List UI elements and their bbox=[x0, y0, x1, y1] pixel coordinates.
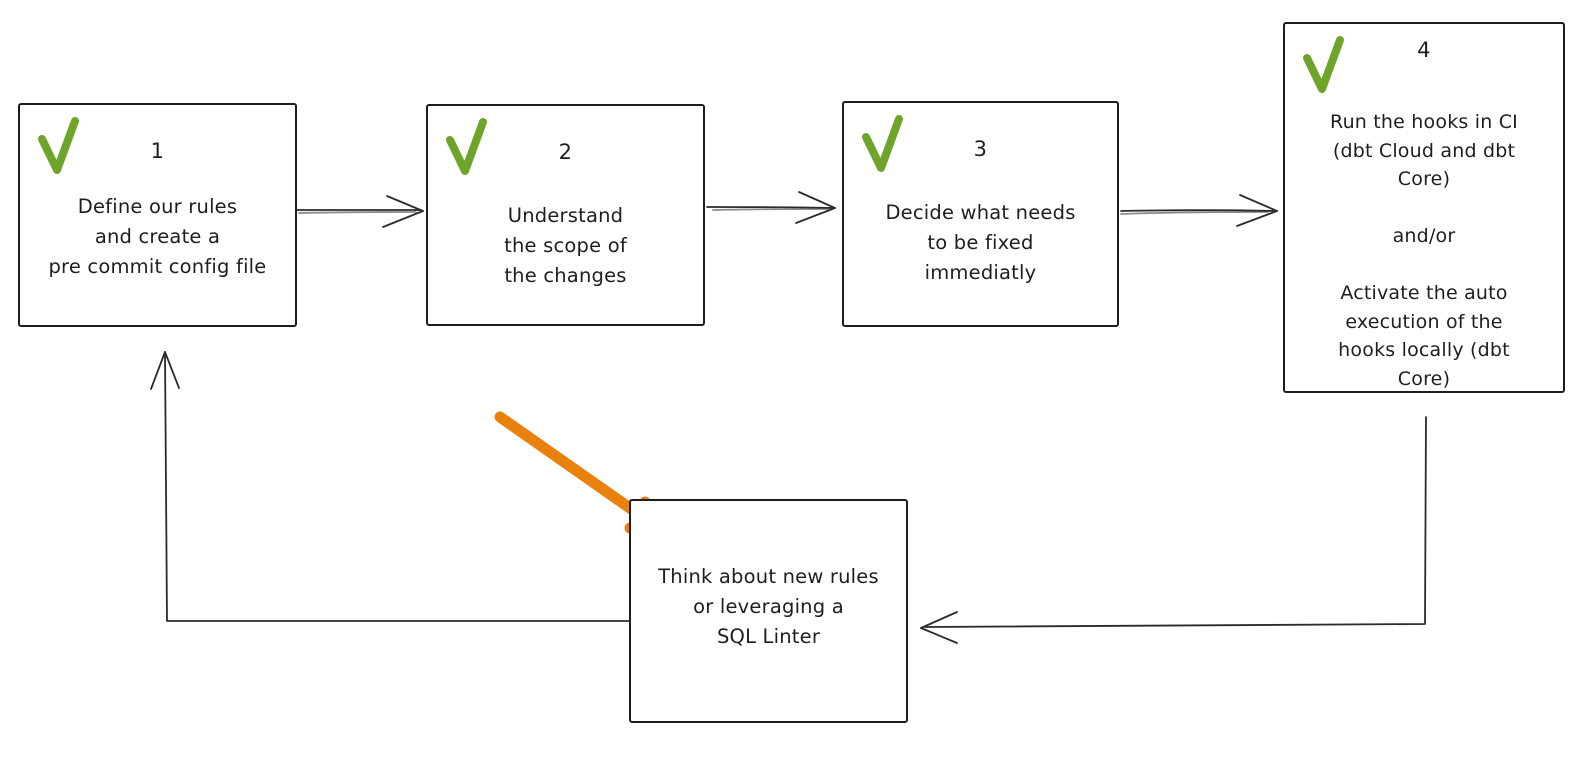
arrow-step1-to-step2 bbox=[296, 195, 424, 228]
step-number: 3 bbox=[973, 137, 988, 161]
step-box-4: 4 Run the hooks in CI (dbt Cloud and dbt… bbox=[1283, 22, 1565, 393]
arrow-feedback-to-step1 bbox=[150, 351, 630, 622]
arrow-step4-to-feedback bbox=[920, 416, 1427, 644]
step-box-1: 1 Define our rules and create a pre comm… bbox=[18, 103, 297, 327]
checkmark-icon bbox=[1303, 36, 1344, 93]
step-box-3: 3 Decide what needs to be fixed immediat… bbox=[842, 101, 1119, 327]
step-number: 2 bbox=[558, 140, 573, 164]
checkmark-icon bbox=[446, 118, 487, 175]
step-number: 4 bbox=[1417, 38, 1431, 62]
step-number: 1 bbox=[150, 139, 165, 163]
step-box-2: 2 Understand the scope of the changes bbox=[426, 104, 705, 326]
checkmark-icon bbox=[38, 117, 79, 174]
checkmark-icon bbox=[862, 115, 903, 172]
feedback-text: Think about new rules or leveraging a SQ… bbox=[658, 565, 879, 648]
step-text: Run the hooks in CI (dbt Cloud and dbt C… bbox=[1330, 111, 1518, 390]
step-text: Define our rules and create a pre commit… bbox=[48, 195, 267, 278]
arrow-step3-to-step4 bbox=[1120, 194, 1278, 227]
step-text: Understand the scope of the changes bbox=[504, 204, 627, 287]
step-text: Decide what needs to be fixed immediatly bbox=[885, 201, 1076, 284]
feedback-box: Think about new rules or leveraging a SQ… bbox=[629, 499, 908, 723]
arrow-step2-to-step3 bbox=[706, 191, 836, 224]
